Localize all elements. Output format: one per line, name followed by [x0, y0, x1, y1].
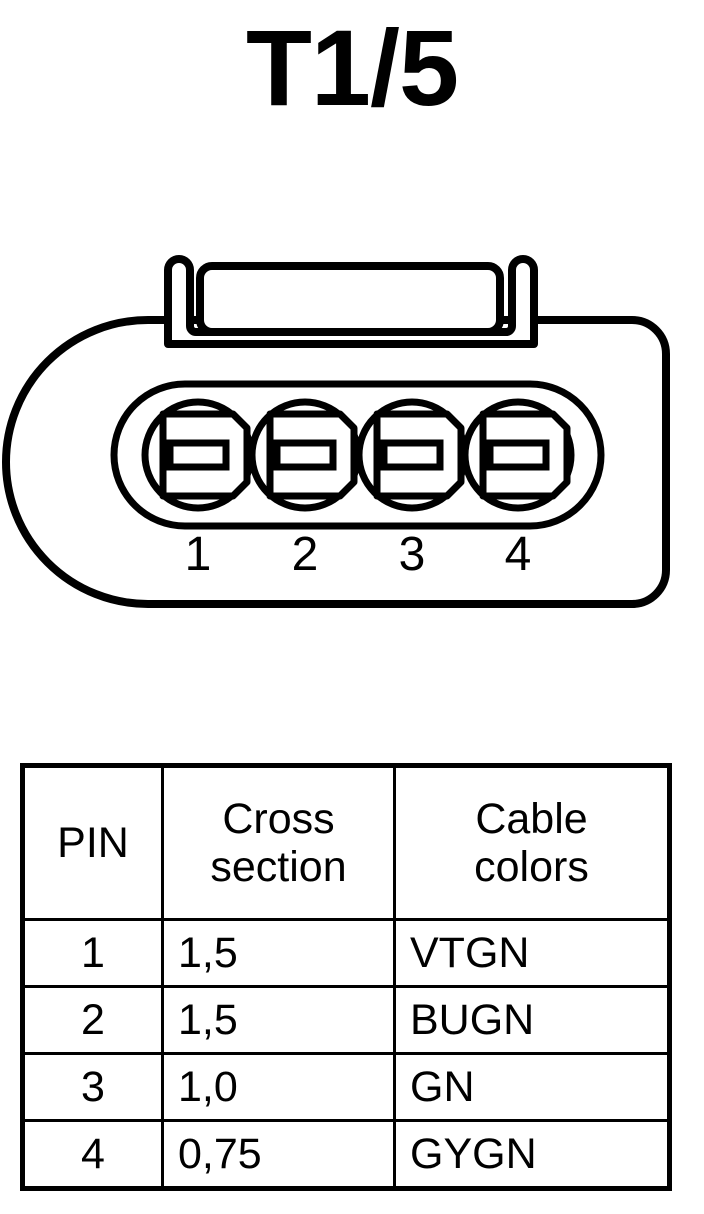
header-cable-colors: Cable colors	[393, 764, 671, 921]
cell-pin: 4	[21, 1119, 164, 1190]
cell-cable-colors: GYGN	[393, 1119, 671, 1190]
cavity-2	[248, 398, 362, 512]
cavity-1	[141, 398, 255, 512]
pin-label-4: 4	[505, 528, 532, 581]
cavity-3	[355, 398, 469, 512]
header-pin: PIN	[21, 764, 164, 921]
connector-illustration: 1 2 3 4	[2, 255, 670, 608]
connector-latch-bracket	[164, 255, 538, 348]
table-header: PIN Cross section Cable colors	[21, 764, 671, 921]
cavity-2-slot	[273, 439, 337, 471]
connector-diagram: 1 2 3 4	[0, 248, 704, 618]
pin-label-1: 1	[185, 528, 212, 581]
cavity-3-slot	[380, 439, 444, 471]
table-row: 2 1,5 BUGN	[21, 985, 671, 1055]
table-header-row: PIN Cross section Cable colors	[21, 764, 671, 921]
header-cross-section: Cross section	[161, 764, 396, 921]
connector-latch-tab	[196, 262, 504, 336]
cavity-4	[461, 398, 575, 512]
cell-pin: 2	[21, 985, 164, 1055]
cell-cable-colors: BUGN	[393, 985, 671, 1055]
pin-label-3: 3	[399, 528, 426, 581]
header-cable-colors-line2: colors	[474, 843, 589, 891]
table-body: 1 1,5 VTGN 2 1,5 BUGN 3 1,0 GN 4 0,75 GY…	[21, 918, 671, 1190]
cell-cross-section: 1,5	[161, 985, 396, 1055]
cell-pin: 1	[21, 918, 164, 988]
cell-cable-colors: VTGN	[393, 918, 671, 988]
cell-pin: 3	[21, 1052, 164, 1122]
header-cross-section-line1: Cross	[222, 794, 335, 843]
cavity-4-slot	[486, 439, 550, 471]
table-row: 1 1,5 VTGN	[21, 918, 671, 988]
cell-cross-section: 1,5	[161, 918, 396, 988]
pin-label-2: 2	[292, 528, 319, 581]
cell-cross-section: 1,0	[161, 1052, 396, 1122]
cell-cross-section: 0,75	[161, 1119, 396, 1190]
header-cable-colors-line1: Cable	[475, 794, 588, 843]
table-row: 4 0,75 GYGN	[21, 1119, 671, 1190]
cavity-1-slot	[166, 439, 230, 471]
page-title: T1/5	[245, 7, 459, 128]
cell-cable-colors: GN	[393, 1052, 671, 1122]
header-cross-section-line2: section	[210, 843, 347, 891]
table-row: 3 1,0 GN	[21, 1052, 671, 1122]
pinout-table: PIN Cross section Cable colors 1 1,5 VTG…	[20, 763, 672, 1191]
